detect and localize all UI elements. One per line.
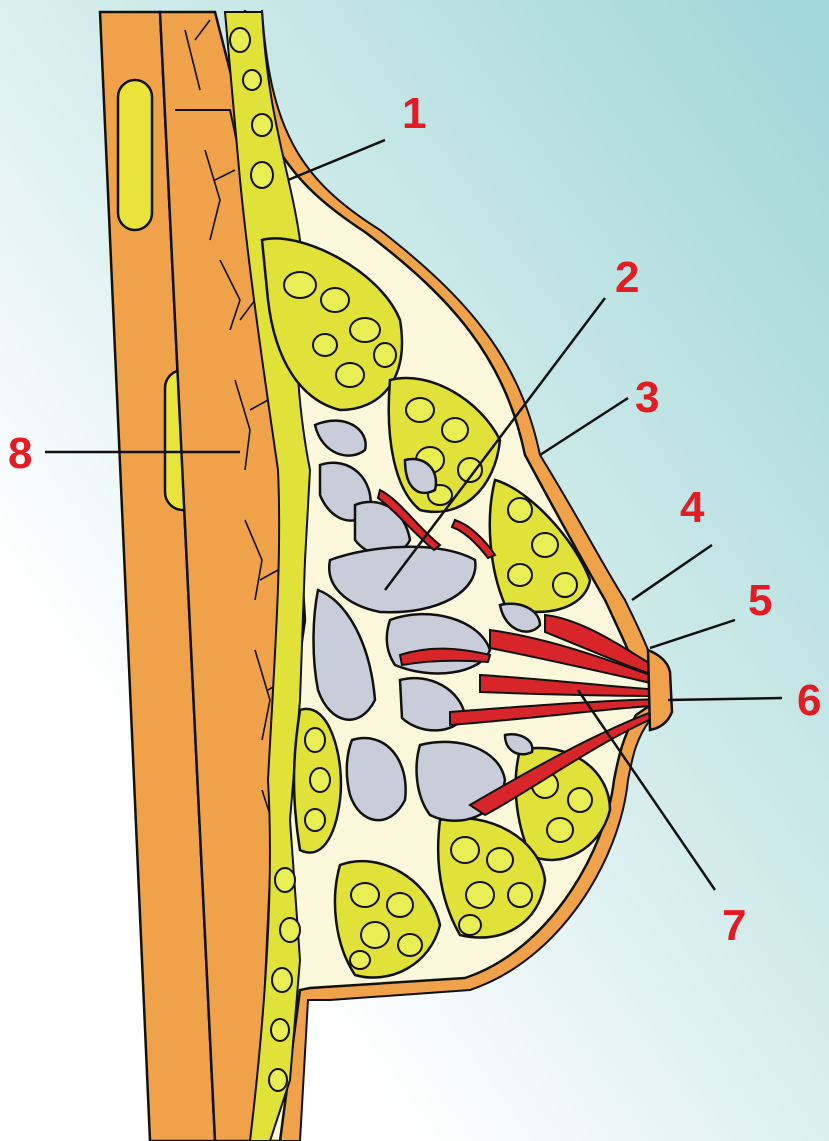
label-7: 7 <box>722 901 746 950</box>
label-5: 5 <box>748 576 772 625</box>
label-3: 3 <box>635 373 659 422</box>
label-4: 4 <box>680 483 705 532</box>
label-6: 6 <box>797 676 821 725</box>
label-1: 1 <box>402 89 426 138</box>
rib <box>118 80 152 230</box>
label-2: 2 <box>615 253 639 302</box>
label-8: 8 <box>8 429 32 478</box>
